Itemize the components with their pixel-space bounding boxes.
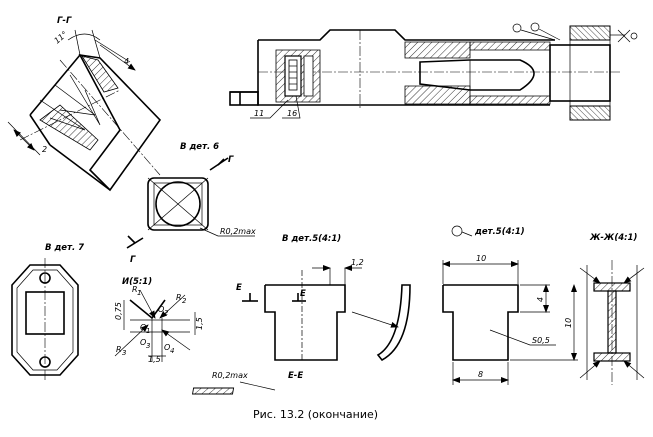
- detail-5a-section-title: Е-Е: [288, 371, 303, 381]
- view-i-dim-15-vertical: 1,5: [195, 317, 204, 330]
- view-i-o-label: O: [164, 343, 170, 352]
- view-i-o-sub-2: 2: [164, 309, 169, 317]
- view-i-o-sub-1: 1: [146, 327, 150, 335]
- detail-5b-dim-8: 8: [478, 370, 483, 379]
- view-i-o2: O 2: [158, 305, 169, 317]
- detail-5b-dim-4: 4: [536, 297, 545, 302]
- view-i: И(5:1) R 1 R 2 R 3 O 1 O 2 O: [114, 277, 204, 364]
- view-i-r2: R 2: [176, 293, 187, 305]
- callout-11: 11: [254, 109, 264, 118]
- view-i-o3: O 3: [140, 338, 150, 350]
- view-i-o1: O 1: [140, 323, 150, 335]
- detail-5b-dim-10: 10: [476, 254, 486, 263]
- top-assembly-view: 11 16: [229, 22, 638, 121]
- detail-5b-dim-10-vertical: 10: [564, 318, 573, 328]
- view-i-r3: R 3: [116, 345, 126, 357]
- view-i-r-sub-3: 3: [122, 349, 126, 357]
- section-gg-dim-4: 4: [124, 57, 129, 66]
- detail-7: В дет. 7: [11, 243, 84, 382]
- detail-6-title: В дет. 6: [180, 142, 219, 152]
- section-gg-dim-2: 2: [42, 145, 47, 154]
- section-zh-title: Ж-Ж(4:1): [589, 233, 637, 243]
- detail-5a-radius: R0,2max: [212, 371, 248, 380]
- view-i-r1: R 1: [132, 285, 141, 297]
- detail-6-marker-top: Г: [228, 155, 234, 165]
- view-i-o4: O 4: [164, 343, 174, 355]
- view-i-dim-15-horizontal: 1,5: [148, 355, 161, 364]
- view-i-r-sub-2: 2: [182, 297, 187, 305]
- view-i-o-sub-4: 4: [170, 347, 174, 355]
- detail-6: В дет. 6 Г Г R0,2max: [126, 142, 256, 265]
- detail-6-radius: R0,2max: [220, 227, 256, 236]
- callout-16: 16: [287, 109, 297, 118]
- detail-7-title: В дет. 7: [45, 243, 84, 253]
- detail-5a: В дет.5(4:1) Е Е 1,2 Е-Е R0,2max: [191, 234, 411, 395]
- detail-5b: дет.5(4:1) 10 4 10 8 S0,5: [442, 225, 578, 385]
- view-i-o-label: O: [158, 305, 164, 314]
- detail-5a-dim-12: 1,2: [351, 258, 364, 267]
- view-i-r-sub-1: 1: [137, 289, 141, 297]
- section-zh: Ж-Ж(4:1): [579, 233, 645, 385]
- figure-caption: Рис. 13.2 (окончание): [253, 408, 378, 421]
- view-i-r-label: R: [176, 293, 182, 302]
- view-i-title: И(5:1): [122, 277, 152, 287]
- detail-5a-marker-left: Е: [236, 283, 242, 293]
- detail-5b-surface: S0,5: [532, 336, 550, 345]
- detail-5a-title: В дет.5(4:1): [282, 234, 341, 244]
- detail-5b-title: дет.5(4:1): [474, 227, 525, 237]
- detail-5a-marker-right: Е: [300, 289, 306, 299]
- view-i-o-label: O: [140, 338, 146, 347]
- view-i-r-label: R: [116, 345, 122, 354]
- section-gg-title: Г-Г: [57, 16, 72, 26]
- section-gg-angle: 11°: [53, 30, 70, 46]
- view-i-r-label: R: [132, 285, 138, 294]
- section-gg: Г-Г 11° 4 2: [7, 16, 162, 192]
- detail-6-marker-bottom: Г: [130, 255, 136, 265]
- view-i-o-label: O: [140, 323, 146, 332]
- view-i-dim-075: 0,75: [114, 302, 123, 320]
- view-i-o-sub-3: 3: [146, 342, 150, 350]
